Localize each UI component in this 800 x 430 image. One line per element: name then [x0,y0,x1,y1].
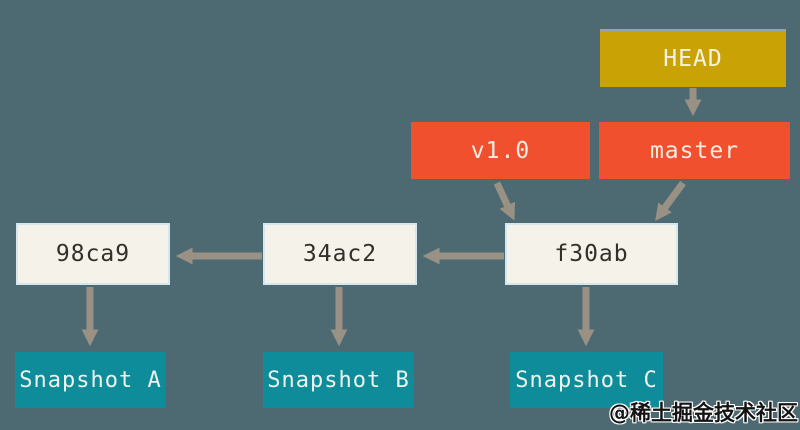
arrow-master-to-f30ab [655,180,686,222]
watermark-text: @稀土掘金技术社区 [609,401,798,425]
snapshot-node-a: Snapshot A [15,352,166,408]
head-node: HEAD [600,29,786,87]
arrow-v1-0-to-f30ab [493,181,515,221]
commit-node-98ca9: 98ca9 [16,223,170,285]
branch-node-master: master [599,122,790,179]
snapshot-node-c: Snapshot C [510,352,663,408]
tag-node-v1-0: v1.0 [411,122,590,179]
commit-node-f30ab: f30ab [505,223,678,285]
commit-node-34ac2: 34ac2 [263,223,417,285]
snapshot-node-b: Snapshot B [263,352,414,408]
